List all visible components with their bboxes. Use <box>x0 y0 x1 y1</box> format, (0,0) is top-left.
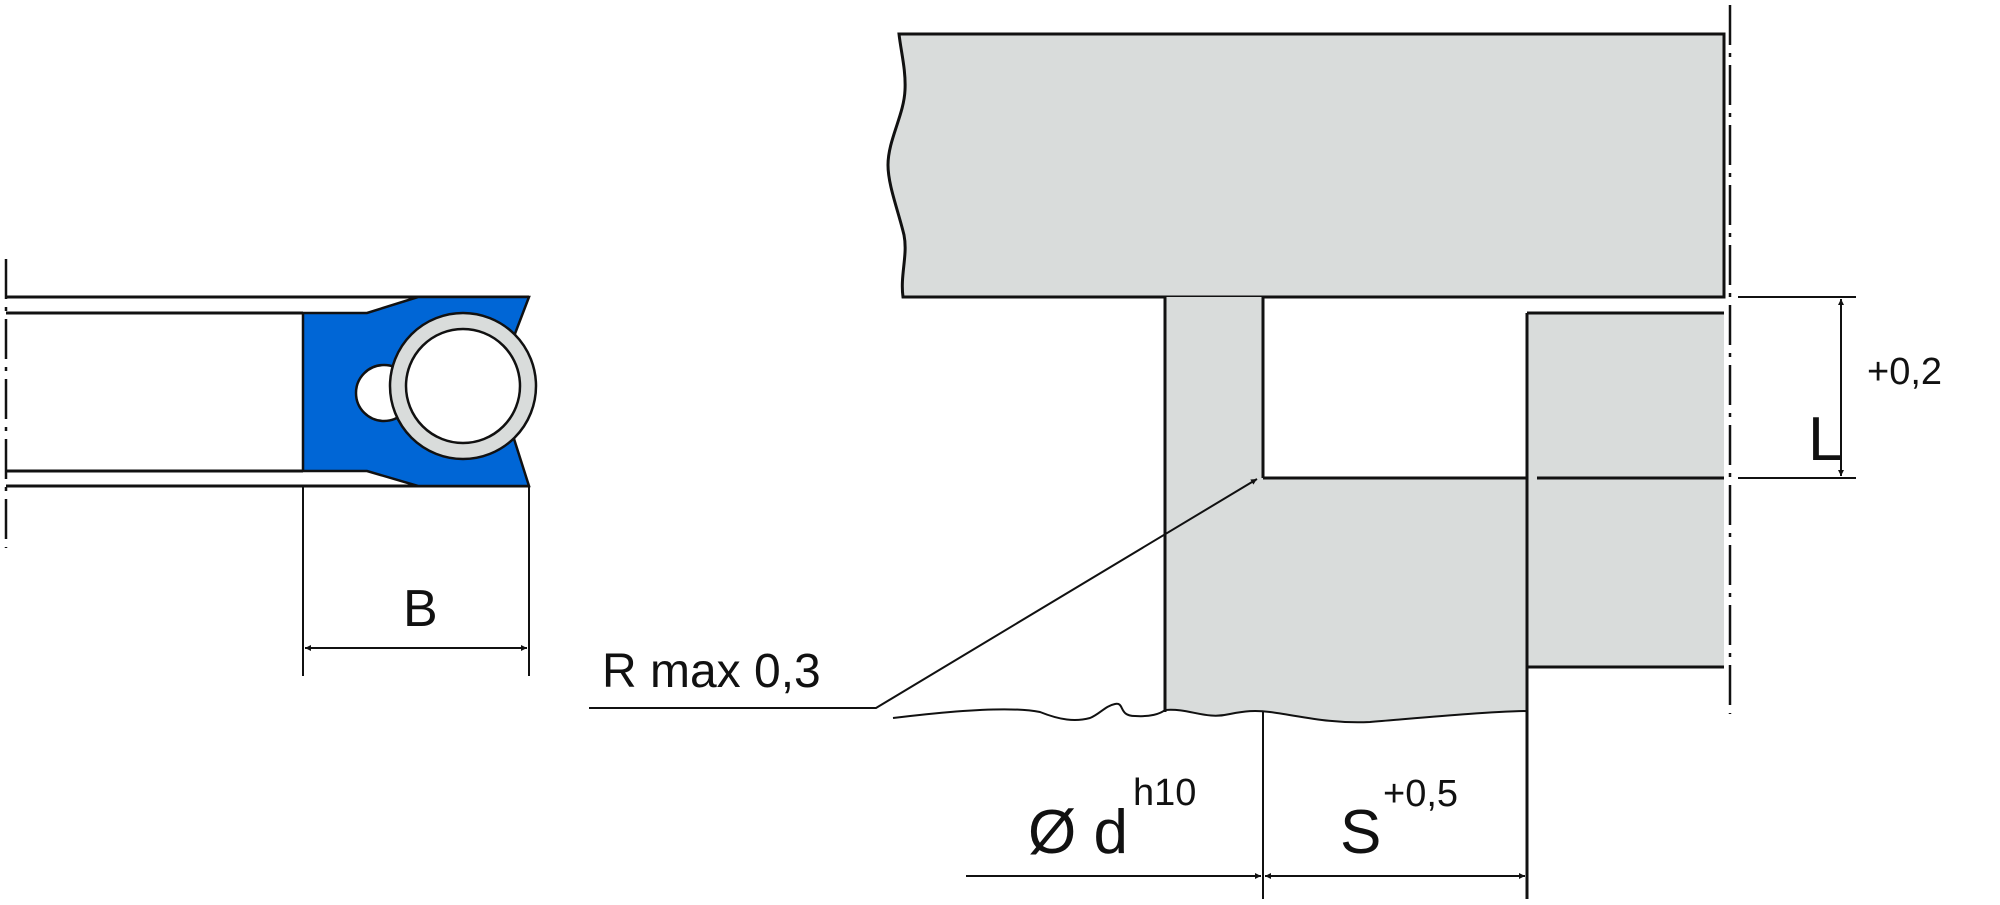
dim-l-tolerance: +0,2 <box>1867 351 1942 393</box>
seal-section: B <box>4 259 538 676</box>
dim-s-tolerance: +0,5 <box>1383 773 1458 815</box>
dim-l-label: L <box>1808 405 1842 474</box>
dim-s-label: S <box>1340 798 1381 867</box>
break-line <box>892 702 1528 724</box>
dim-b-label: B <box>403 580 438 638</box>
dim-d-label: Ø d <box>1028 798 1128 867</box>
installation-section: L +0,2 R max 0,3 Ø d h10 S +0,5 <box>589 5 1942 899</box>
housing-block <box>886 32 1726 299</box>
radius-leader-line <box>589 478 1258 709</box>
dim-d-tolerance: h10 <box>1133 772 1196 814</box>
shaft-body <box>1165 297 1724 723</box>
spring-ring-inner <box>404 327 522 445</box>
radius-note: R max 0,3 <box>602 645 821 698</box>
